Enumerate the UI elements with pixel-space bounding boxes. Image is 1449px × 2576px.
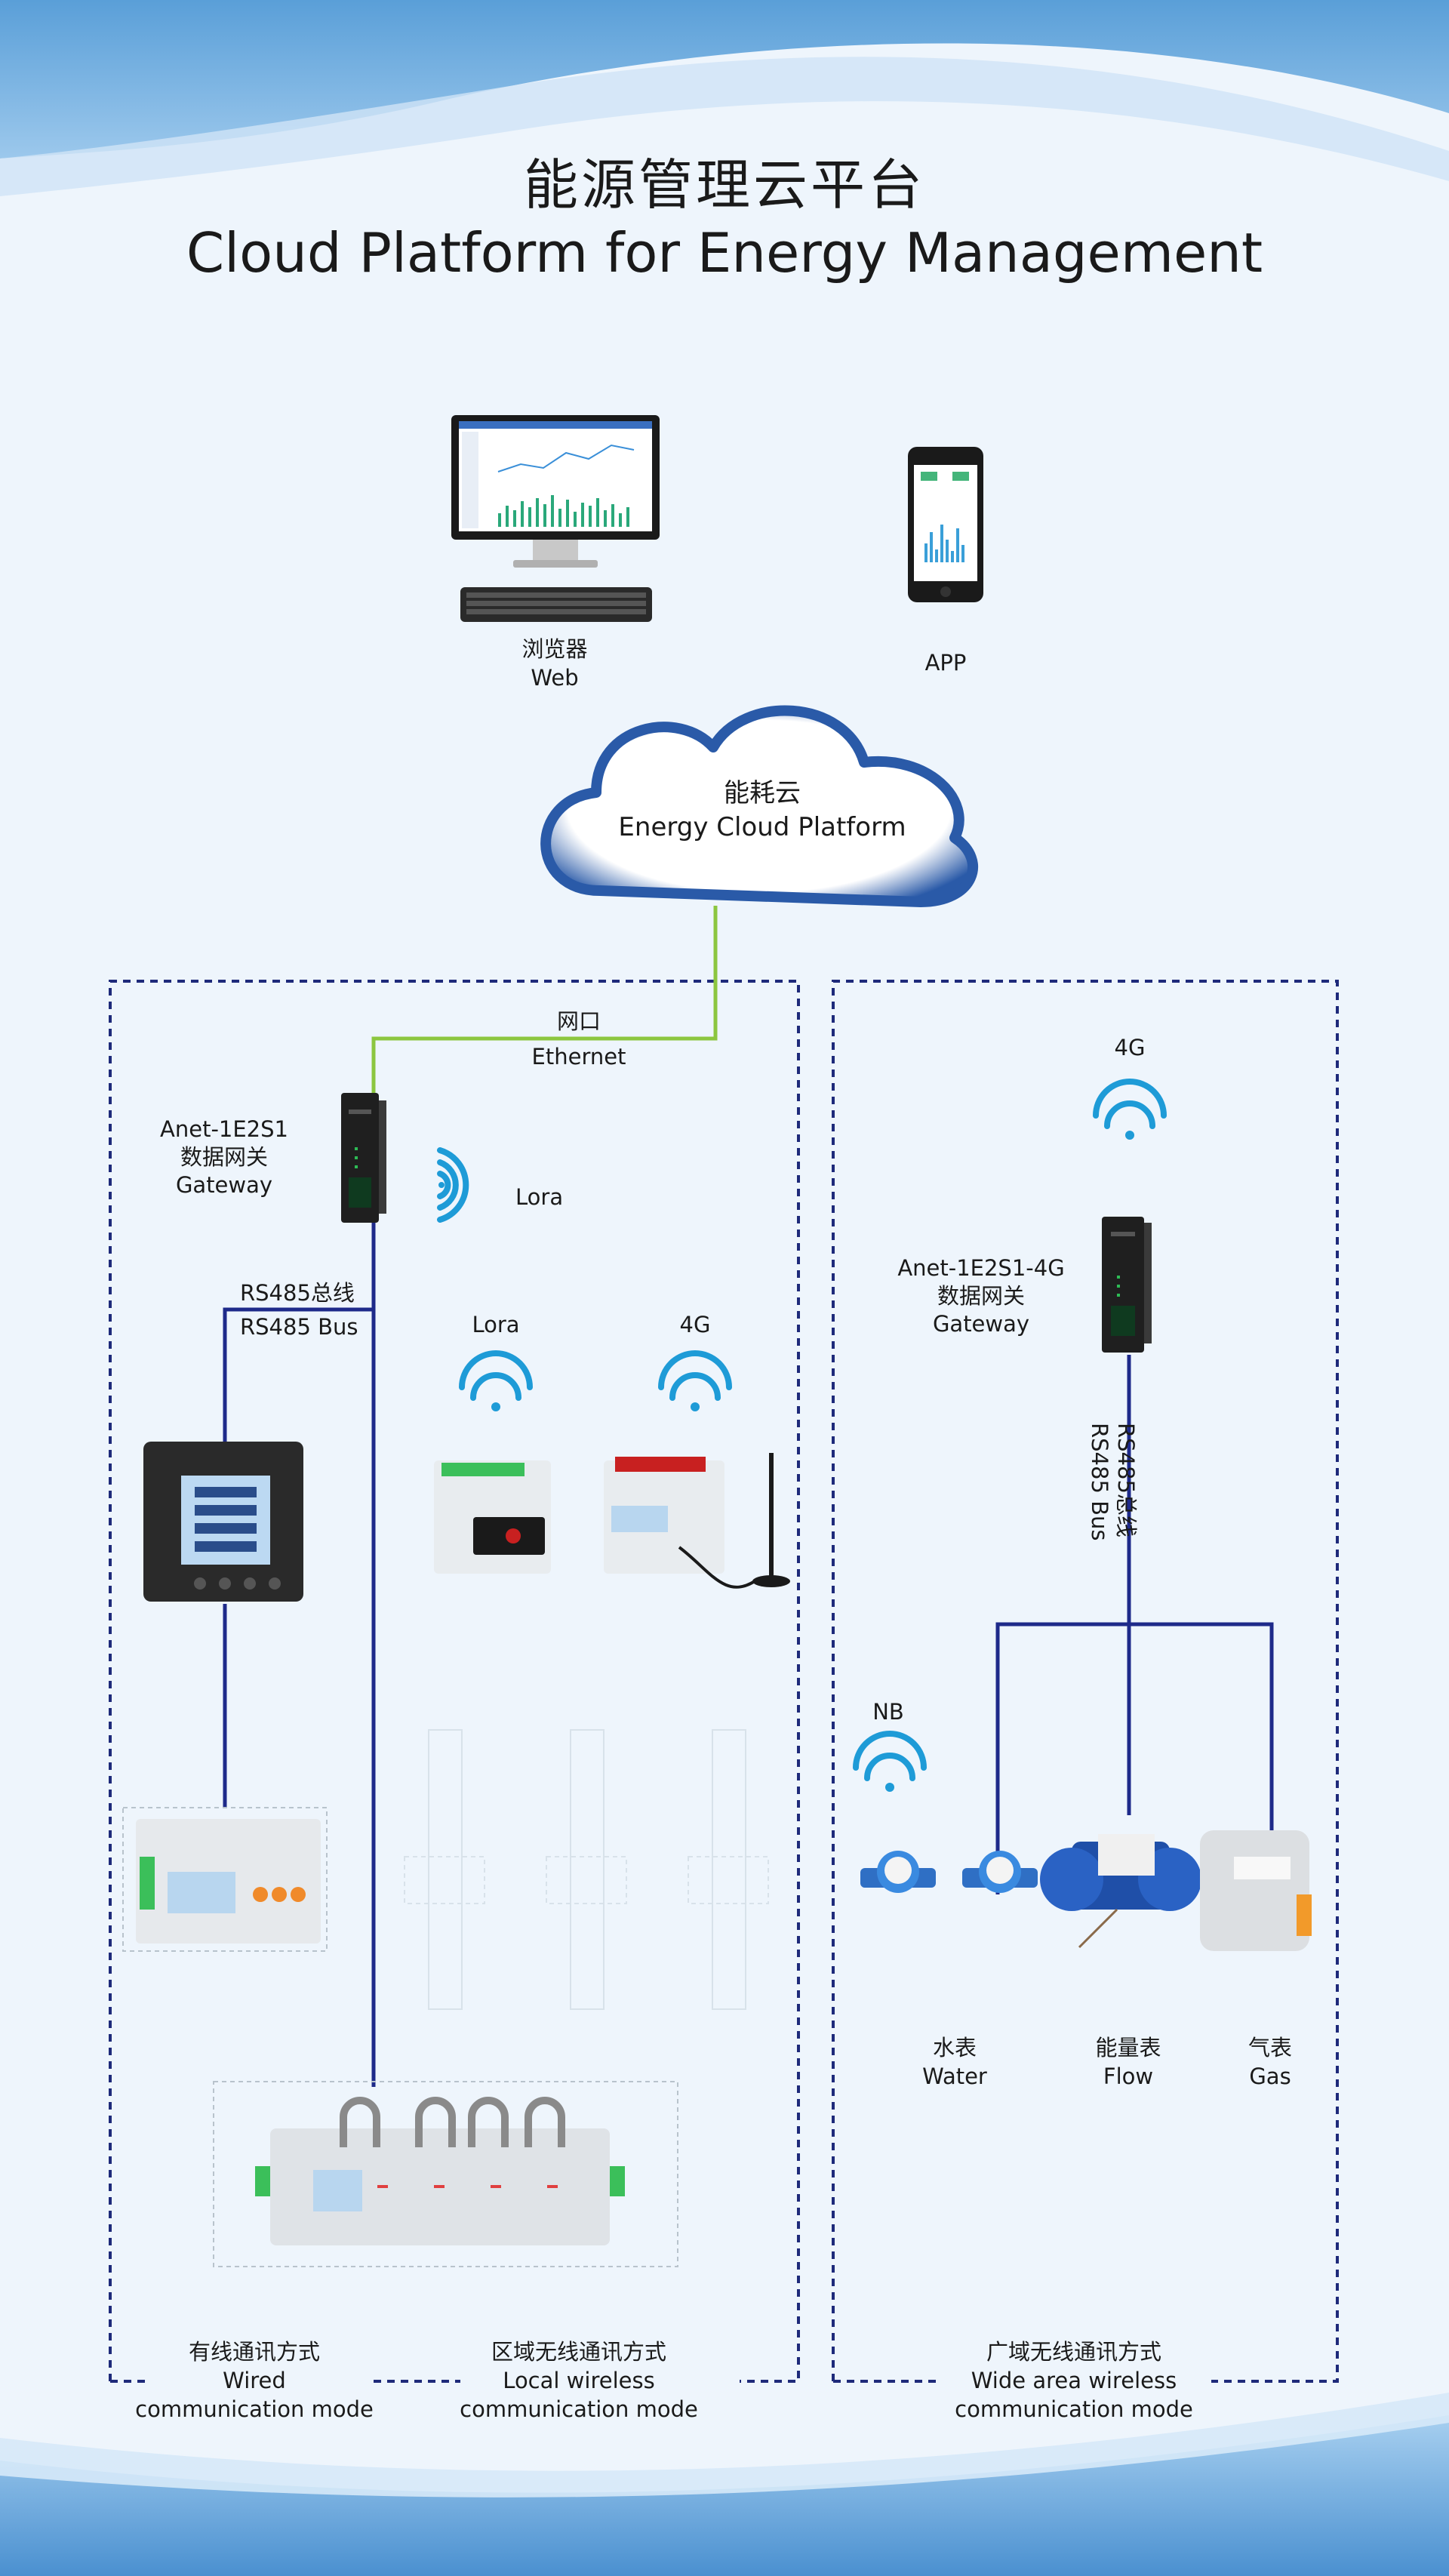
gateway-left-device xyxy=(341,1093,386,1223)
wide-mode-en2: communication mode xyxy=(955,2396,1193,2422)
gateway-left-model: Anet-1E2S1 xyxy=(160,1116,288,1142)
water-label-en: Water xyxy=(922,2064,987,2089)
wide-mode-en1: Wide area wireless xyxy=(971,2368,1177,2393)
gas-meter-device xyxy=(1200,1830,1312,1951)
cloud-shape xyxy=(540,705,978,907)
app-label: APP xyxy=(924,650,967,676)
lora-device-label: Lora xyxy=(472,1312,520,1337)
nb-label: NB xyxy=(872,1699,904,1725)
rs485-right-en: RS485 Bus xyxy=(1087,1423,1112,1541)
rs485-bus-right xyxy=(995,1355,1274,1894)
lora-device-signal-icon xyxy=(459,1350,533,1411)
gateway-right-zh: 数据网关 xyxy=(937,1283,1026,1309)
flow-meter-device xyxy=(1040,1834,1201,1949)
web-label-en: Web xyxy=(531,665,579,691)
rs485-right-zh: RS485总线 xyxy=(1113,1423,1139,1537)
ethernet-label-zh: 网口 xyxy=(556,1008,601,1034)
desktop-computer-icon xyxy=(451,415,660,622)
water-meter-devices xyxy=(860,1851,1038,1893)
4g-gateway-signal-icon xyxy=(1093,1079,1167,1140)
gateway-right-device xyxy=(1102,1217,1152,1353)
web-label-zh: 浏览器 xyxy=(521,636,588,662)
local-region-border xyxy=(109,980,800,2383)
4g-gateway-label: 4G xyxy=(1114,1035,1146,1060)
rs485-left-en: RS485 Bus xyxy=(240,1314,358,1340)
smartphone-icon xyxy=(908,447,983,602)
din-rail-meter-device xyxy=(122,1807,328,1952)
region-borders xyxy=(109,980,1339,2383)
gas-label-en: Gas xyxy=(1249,2064,1291,2089)
4g-device-label: 4G xyxy=(679,1312,711,1337)
wired-mode-en2: communication mode xyxy=(135,2396,374,2422)
multi-channel-meter-device xyxy=(213,2081,678,2267)
wide-mode-zh: 广域无线通讯方式 xyxy=(986,2339,1162,2365)
ethernet-line xyxy=(371,906,718,1093)
panel-meter-device xyxy=(143,1442,303,1602)
gateway-left-en: Gateway xyxy=(175,1172,273,1198)
lora-module-device xyxy=(434,1460,551,1574)
flow-label-zh: 能量表 xyxy=(1095,2035,1161,2060)
rs485-bus-left xyxy=(223,1223,376,2087)
ethernet-label-en: Ethernet xyxy=(531,1044,626,1069)
4g-device-signal-icon xyxy=(658,1350,732,1411)
local-mode-en2: communication mode xyxy=(460,2396,698,2422)
local-mode-zh: 区域无线通讯方式 xyxy=(491,2339,667,2365)
bottom-wave xyxy=(0,2415,1449,2576)
gateway-right-model: Anet-1E2S1-4G xyxy=(897,1255,1065,1281)
title-zh: 能源管理云平台 xyxy=(523,153,926,217)
rs485-left-zh: RS485总线 xyxy=(240,1280,355,1306)
placeholder-slots xyxy=(404,1729,769,2010)
lora-gateway-signal-icon xyxy=(437,1147,469,1223)
top-wave xyxy=(0,0,1449,158)
wired-mode-zh: 有线通讯方式 xyxy=(188,2339,321,2365)
bottom-wave-light xyxy=(0,2393,1449,2498)
lora-gateway-label: Lora xyxy=(515,1184,564,1210)
wide-region-border xyxy=(832,980,1339,2383)
title-en: Cloud Platform for Energy Management xyxy=(186,221,1263,285)
flow-label-en: Flow xyxy=(1103,2064,1154,2089)
gas-label-zh: 气表 xyxy=(1247,2035,1293,2060)
cloud-label-en: Energy Cloud Platform xyxy=(618,812,906,842)
4g-meter-device xyxy=(604,1453,790,1589)
wired-mode-en1: Wired xyxy=(223,2368,286,2393)
gateway-right-en: Gateway xyxy=(932,1311,1030,1337)
cloud-label-zh: 能耗云 xyxy=(724,778,801,808)
local-mode-en1: Local wireless xyxy=(503,2368,655,2393)
top-wave-light xyxy=(0,57,1449,197)
water-label-zh: 水表 xyxy=(932,2035,977,2060)
nb-signal-icon xyxy=(853,1731,927,1792)
gateway-left-zh: 数据网关 xyxy=(180,1144,269,1170)
